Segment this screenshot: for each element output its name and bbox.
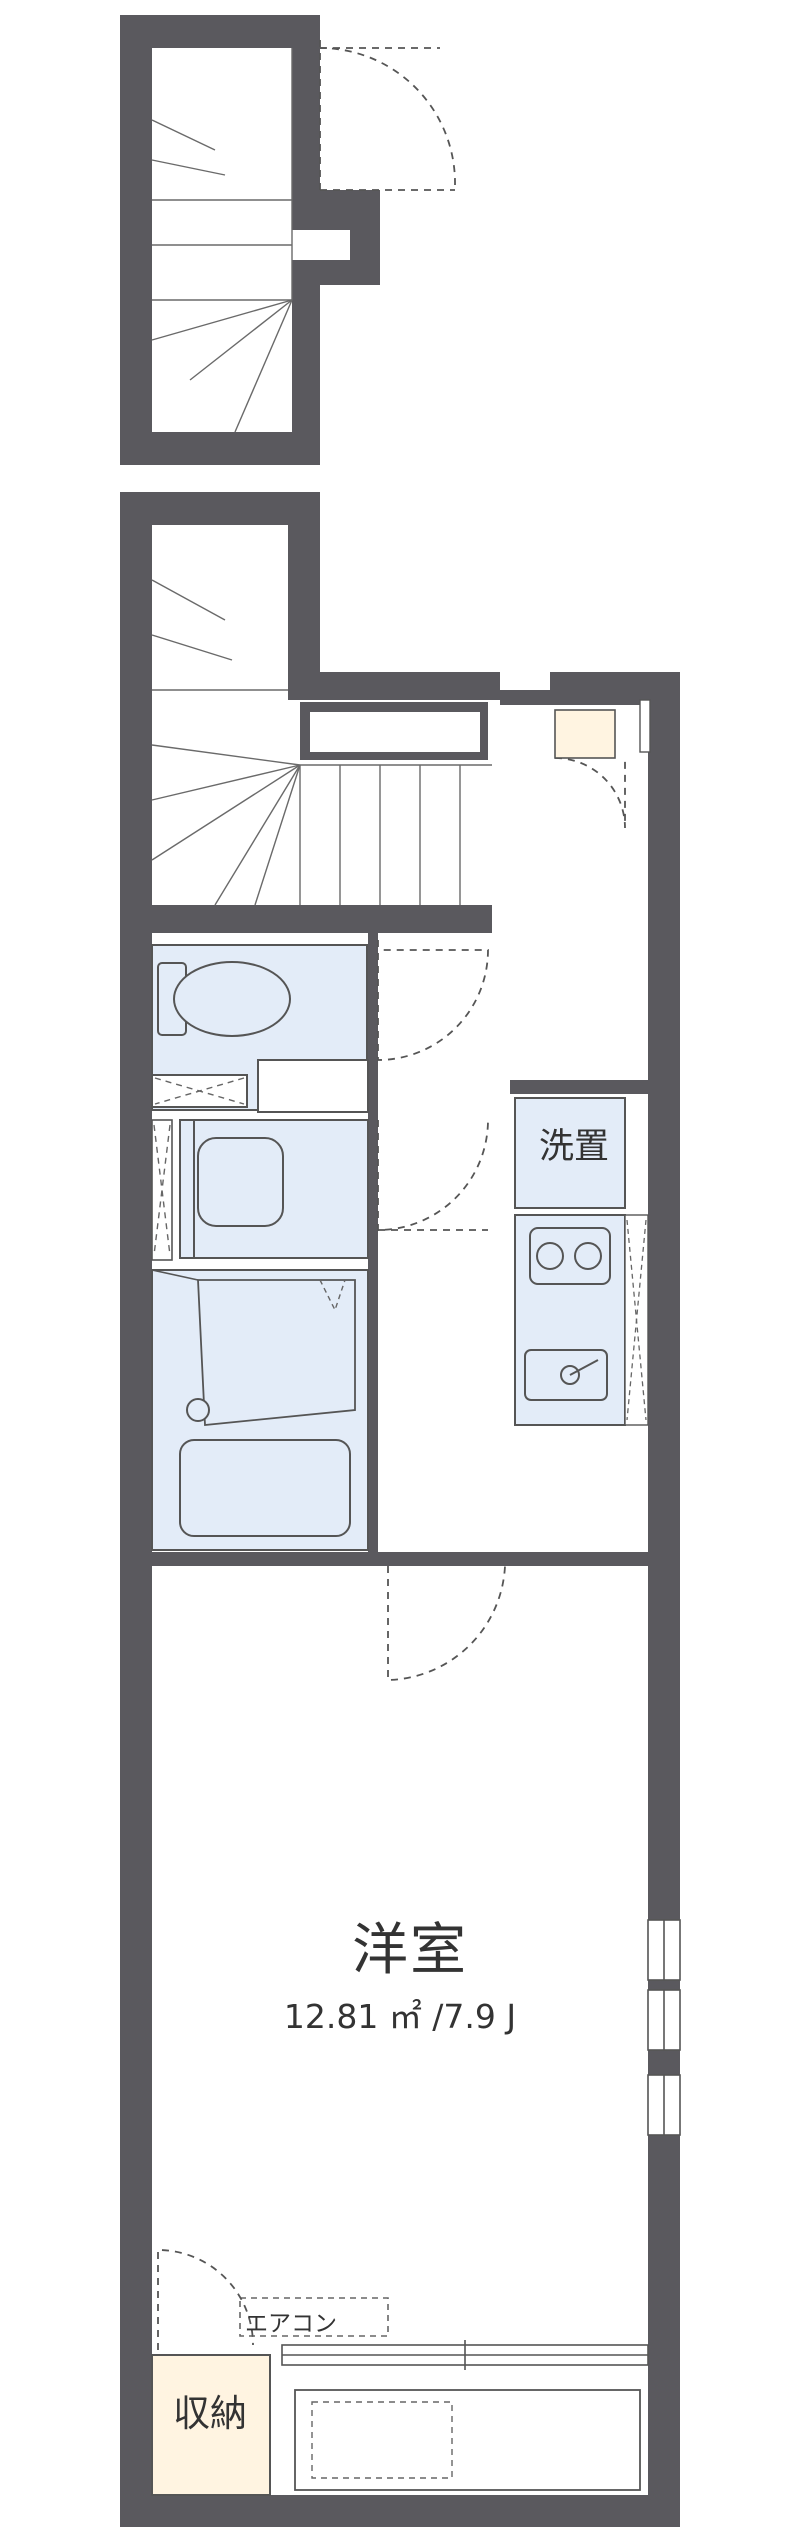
toilet-bowl	[173, 961, 291, 1037]
washer-space	[514, 1097, 626, 1209]
room-name-western: 洋室	[352, 1918, 468, 1983]
shoe-box	[554, 709, 616, 759]
shower-area	[197, 1279, 356, 1426]
air-conditioner	[239, 2297, 389, 2337]
bathroom	[151, 1269, 369, 1551]
washer-space-label: 洗置	[538, 1127, 609, 1167]
kitchen-sink	[524, 1349, 608, 1401]
upper-landing-notch	[292, 230, 350, 260]
room-area-western: 12.81 ㎡ /7.9 J	[283, 1997, 517, 2036]
storage-label: 収納	[173, 2392, 247, 2435]
lower-stairs	[151, 579, 492, 933]
toilet-shelf	[151, 1074, 248, 1108]
washroom	[151, 1119, 369, 1261]
balcony	[281, 2340, 649, 2491]
shower-drain	[186, 1398, 210, 1422]
storage-door-swing	[157, 2249, 254, 2350]
bathtub	[179, 1439, 351, 1537]
bath-block-wall	[368, 933, 378, 1565]
air-conditioner-label: エアコン	[245, 2311, 337, 2337]
entry-post	[639, 699, 651, 753]
storage-closet	[151, 2354, 271, 2496]
hall-bottom-wall	[152, 1552, 648, 1566]
hall-doors	[377, 757, 626, 1681]
kitchen-divider-wall	[510, 1080, 648, 1094]
upper-door-swing	[319, 40, 456, 191]
upper-stairs	[151, 48, 293, 433]
kitchen-stove	[529, 1227, 611, 1285]
washbasin	[197, 1137, 284, 1227]
main-walls	[120, 492, 680, 2527]
upper-stair-section	[120, 15, 456, 465]
upper-walls	[120, 15, 380, 465]
room-windows	[647, 1919, 681, 2136]
